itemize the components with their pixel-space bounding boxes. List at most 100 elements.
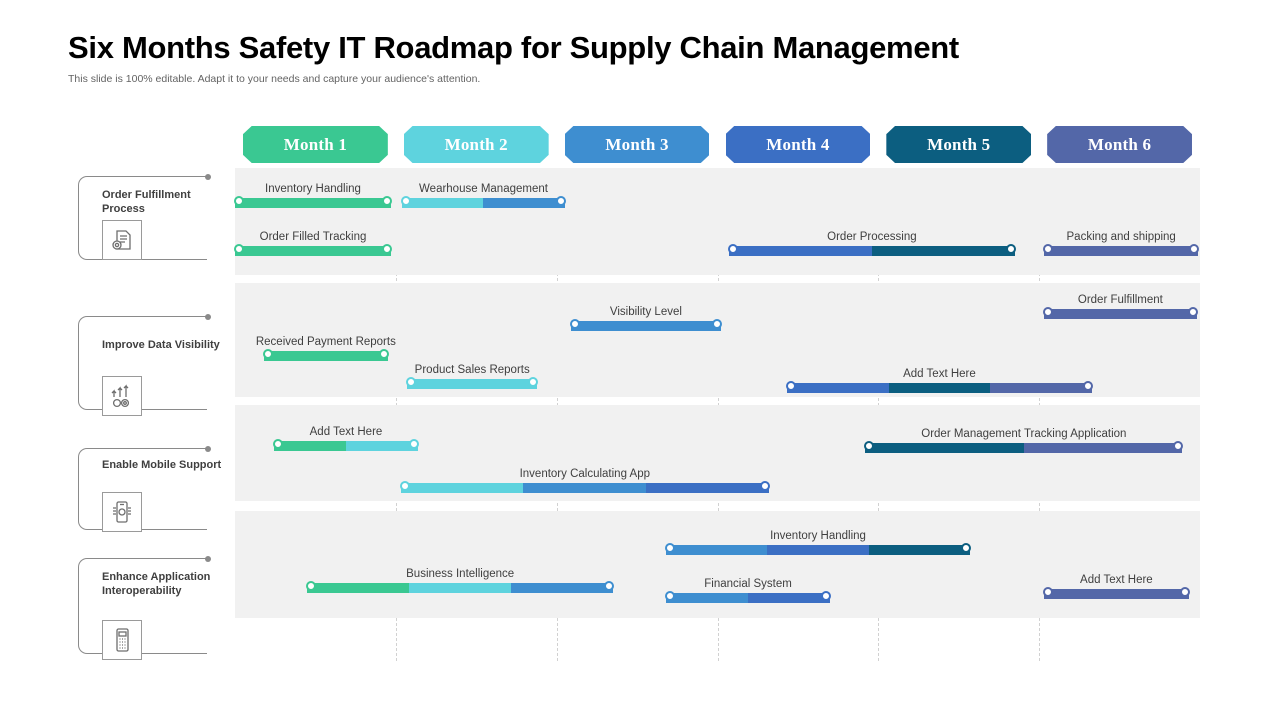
connector-dot <box>205 174 211 180</box>
gantt-bar-start-handle[interactable] <box>665 591 676 601</box>
gantt-bar-end-handle[interactable] <box>711 319 722 329</box>
gantt-bar[interactable]: Packing and shipping <box>1042 231 1200 256</box>
connector-dot <box>205 314 211 320</box>
gantt-bar-segment <box>888 383 991 393</box>
gantt-bar[interactable]: Order Fulfillment <box>1042 294 1198 319</box>
month-chip-3[interactable]: Month 3 <box>564 126 710 163</box>
gantt-bar-end-handle[interactable] <box>409 439 420 449</box>
gantt-bar-label: Wearhouse Management <box>419 183 548 195</box>
gantt-bar-label: Order Processing <box>827 231 917 243</box>
gantt-bar-segment <box>307 583 410 593</box>
gantt-bar-end-handle[interactable] <box>528 377 539 387</box>
gantt-bar-end-handle[interactable] <box>821 591 832 601</box>
gantt-bar-label: Add Text Here <box>903 368 976 380</box>
gantt-bar[interactable]: Order Filled Tracking <box>234 231 392 256</box>
gantt-bar-start-handle[interactable] <box>785 381 796 391</box>
gantt-bar-end-handle[interactable] <box>603 581 614 591</box>
chart-row-band <box>235 283 1200 397</box>
gantt-bar-segment <box>666 593 749 603</box>
sidebar-connector-bracket <box>78 314 211 410</box>
month-chip-1[interactable]: Month 1 <box>243 126 388 163</box>
gantt-bar-start-handle[interactable] <box>262 349 273 359</box>
gantt-bar-end-handle[interactable] <box>961 543 971 553</box>
gantt-bar[interactable]: Business Intelligence <box>306 568 614 593</box>
gantt-bar[interactable]: Order Processing <box>727 231 1017 256</box>
gantt-bar-segment <box>865 443 1024 453</box>
gantt-bar-start-handle[interactable] <box>406 377 417 387</box>
sidebar-connector-bracket <box>78 446 211 530</box>
gantt-bar[interactable]: Add Text Here <box>272 426 420 451</box>
month-chip-label: Month 3 <box>605 134 669 154</box>
gantt-bar-start-handle[interactable] <box>665 543 676 553</box>
gantt-bar-end-handle[interactable] <box>1006 244 1017 254</box>
gantt-bar[interactable]: Received Payment Reports <box>256 336 396 361</box>
gantt-bar[interactable]: Inventory Handling <box>234 183 392 208</box>
gantt-bar-start-handle[interactable] <box>570 319 581 329</box>
gantt-bar[interactable]: Financial System <box>665 578 832 603</box>
calculator-icon <box>102 620 142 660</box>
chart-row-band <box>235 168 1200 275</box>
gantt-bar-end-handle[interactable] <box>1173 441 1184 451</box>
gantt-bar-end-handle[interactable] <box>1179 587 1190 597</box>
month-header-row: Month 1 Month 2 Month 3 Month 4 Month 5 Month… <box>235 126 1200 164</box>
month-chip-2[interactable]: Month 2 <box>403 126 549 163</box>
gantt-bar-start-handle[interactable] <box>306 581 317 591</box>
gantt-bar-start-handle[interactable] <box>1042 307 1053 317</box>
gantt-bar-end-handle[interactable] <box>759 481 770 491</box>
gantt-bar[interactable]: Order Management Tracking Application <box>864 428 1184 453</box>
gantt-bar[interactable]: Inventory Handling <box>665 530 971 555</box>
gantt-bar-end-handle[interactable] <box>378 349 389 359</box>
gantt-bar-segment <box>1043 246 1199 256</box>
gantt-bar-end-handle[interactable] <box>1187 307 1198 317</box>
mobile-settings-icon <box>102 492 142 532</box>
gantt-bar[interactable]: Wearhouse Management <box>401 183 566 208</box>
gantt-bar-end-handle[interactable] <box>382 196 392 206</box>
gantt-bar-label: Received Payment Reports <box>255 336 396 348</box>
gantt-bar-label: Add Text Here <box>1080 574 1153 586</box>
gantt-bar-start-handle[interactable] <box>234 196 244 206</box>
gantt-bar[interactable]: Add Text Here <box>785 368 1094 393</box>
sidebar-item-label: Order Fulfillment Process <box>102 189 191 215</box>
gantt-bar-segment <box>273 441 346 451</box>
gantt-bar-segment <box>263 351 388 361</box>
gantt-bar-segment <box>786 383 889 393</box>
gantt-bar-end-handle[interactable] <box>555 196 566 206</box>
gantt-bar-segment <box>483 198 565 208</box>
gantt-bar-segment <box>646 483 769 493</box>
gantt-bar-label: Inventory Handling <box>265 183 361 195</box>
gantt-bar-start-handle[interactable] <box>1042 587 1053 597</box>
gantt-bar-start-handle[interactable] <box>727 244 738 254</box>
gantt-bar-start-handle[interactable] <box>399 481 410 491</box>
gantt-bar-start-handle[interactable] <box>864 441 875 451</box>
month-chip-5[interactable]: Month 5 <box>886 126 1032 163</box>
gantt-bar-segment <box>345 441 419 451</box>
month-chip-label: Month 1 <box>283 134 348 154</box>
gantt-bar-start-handle[interactable] <box>401 196 412 206</box>
gantt-bar-end-handle[interactable] <box>1083 381 1094 391</box>
gantt-bar-segment <box>400 483 524 493</box>
page-subtitle: This slide is 100% editable. Adapt it to… <box>68 73 481 85</box>
gantt-bar-segment <box>409 583 512 593</box>
gantt-bar-segment <box>990 383 1093 393</box>
gantt-bar-label: Visibility Level <box>609 306 682 318</box>
gantt-bar[interactable]: Add Text Here <box>1042 574 1190 599</box>
gantt-bar-segment <box>871 246 1016 256</box>
gantt-bar-segment <box>571 321 721 331</box>
gantt-bar-end-handle[interactable] <box>1189 244 1200 254</box>
sidebar-item-label: Enable Mobile Support <box>102 459 222 471</box>
page-title: Six Months Safety IT Roadmap for Supply … <box>68 30 959 65</box>
gantt-bar-start-handle[interactable] <box>234 244 244 254</box>
gantt-bar-start-handle[interactable] <box>1042 244 1053 254</box>
gantt-bar[interactable]: Inventory Calculating App <box>399 468 770 493</box>
gantt-bar-start-handle[interactable] <box>272 439 283 449</box>
gantt-bar-label: Financial System <box>704 578 792 590</box>
gantt-bar[interactable]: Product Sales Reports <box>406 364 539 389</box>
gantt-bar-segment <box>407 379 538 389</box>
gantt-bar-end-handle[interactable] <box>382 244 392 254</box>
gantt-bar[interactable]: Visibility Level <box>570 306 722 331</box>
gantt-bar-segment <box>1043 309 1197 319</box>
month-chip-4[interactable]: Month 4 <box>725 126 871 163</box>
month-chip-6[interactable]: Month 6 <box>1047 126 1192 163</box>
gantt-bar-segment <box>402 198 484 208</box>
arrows-gears-icon <box>102 376 142 416</box>
